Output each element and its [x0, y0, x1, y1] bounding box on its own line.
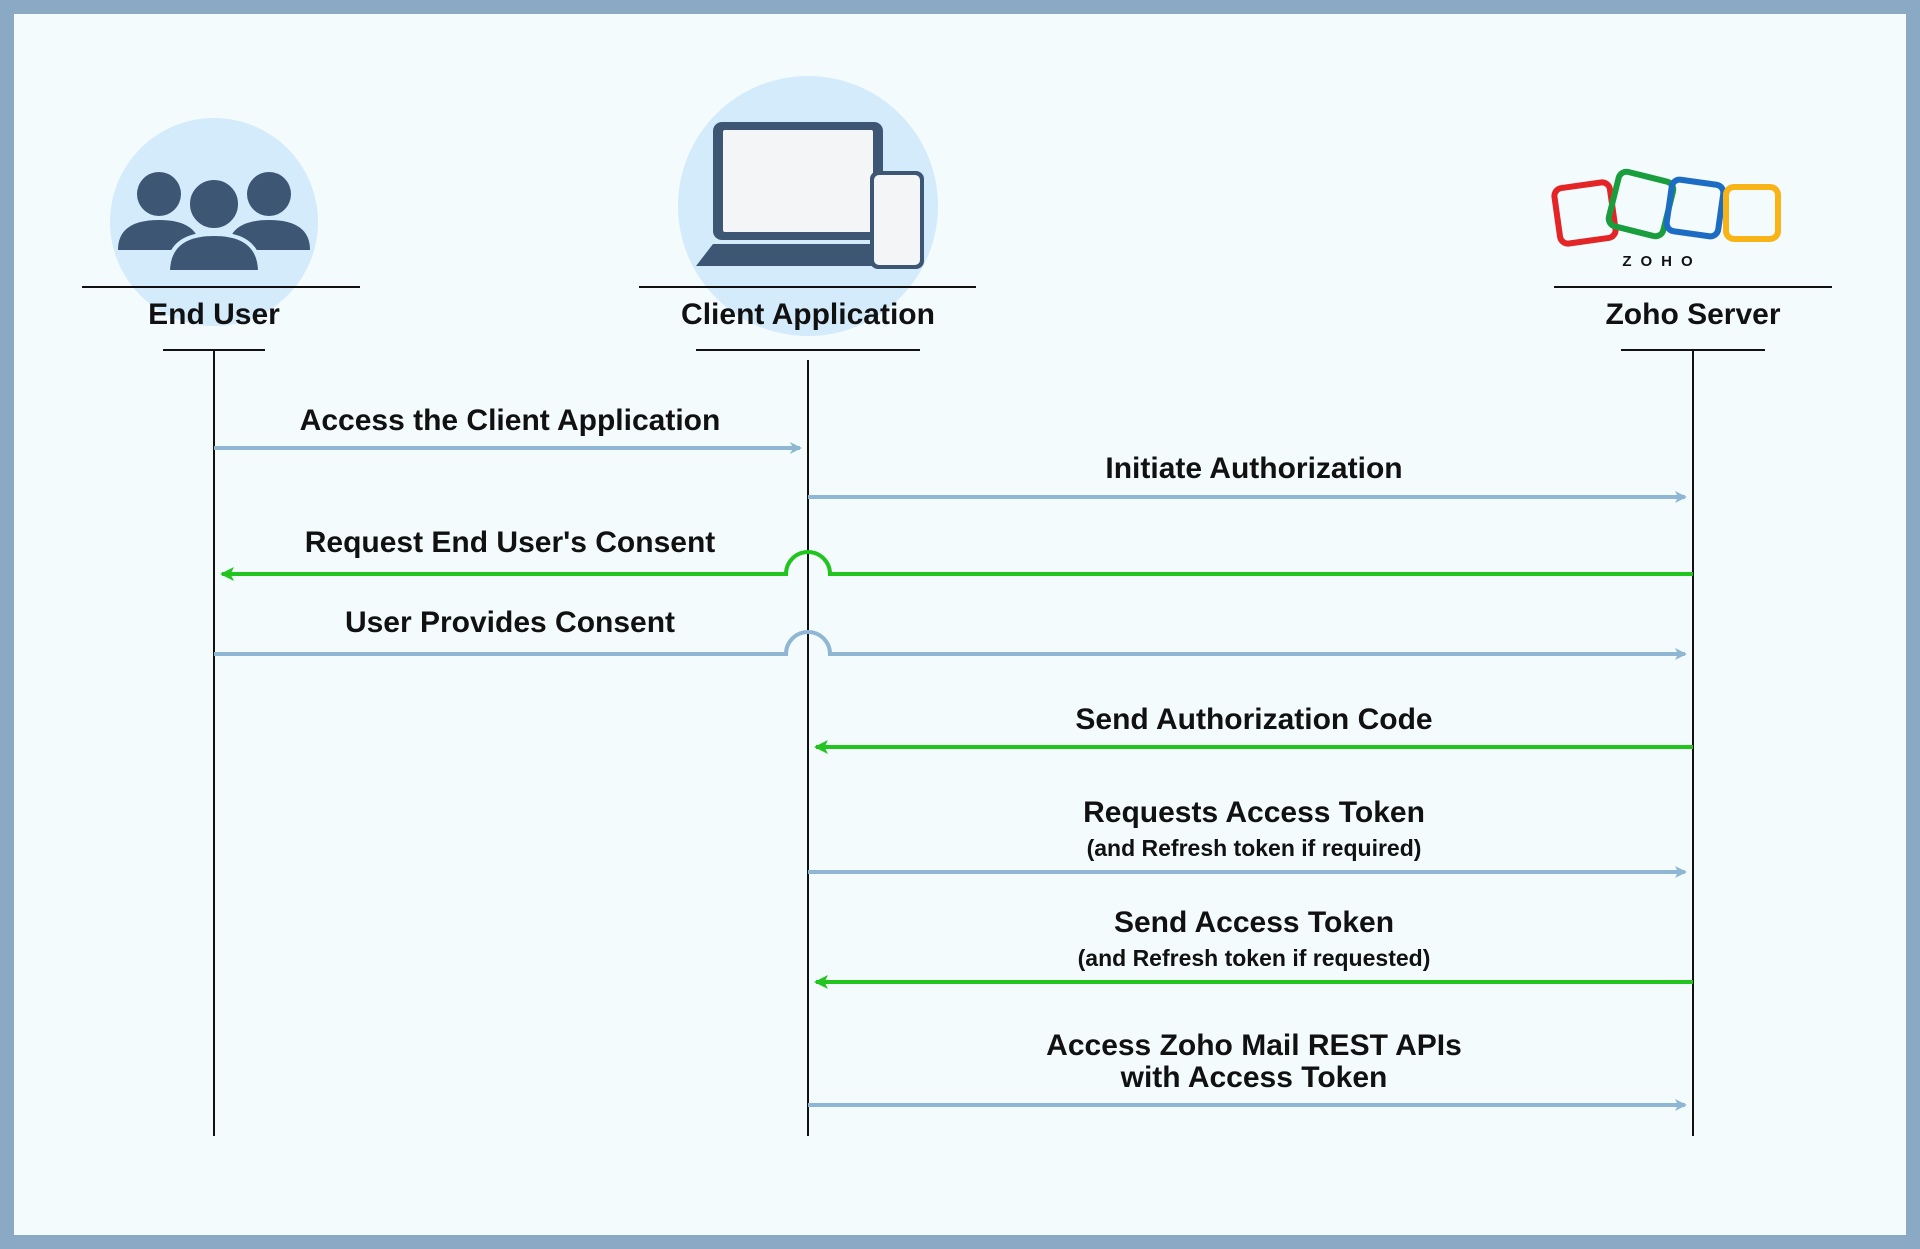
participant-label: Client Application: [681, 298, 935, 331]
participant-client-app: Client Application: [639, 76, 976, 1136]
message-label-line2: with Access Token: [1120, 1061, 1388, 1094]
message-8: Access Zoho Mail REST APIs with Access T…: [808, 1029, 1687, 1111]
arrow: [214, 630, 1687, 660]
message-label: User Provides Consent: [345, 606, 675, 639]
message-label: Requests Access Token: [1083, 796, 1425, 829]
message-sublabel: (and Refresh token if requested): [1078, 945, 1431, 971]
message-4: User Provides Consent: [214, 606, 1687, 660]
users-group-icon: [118, 172, 310, 274]
logo-text: ZOHO: [1622, 253, 1701, 270]
diagram-frame: End User Client Application ZOHO Zoho Se…: [14, 14, 1906, 1235]
message-3: Request End User's Consent: [220, 526, 1693, 581]
message-label: Access Zoho Mail REST APIs: [1046, 1029, 1462, 1062]
message-label: Request End User's Consent: [305, 526, 716, 559]
message-7: Send Access Token (and Refresh token if …: [814, 906, 1693, 989]
participant-end-user: End User: [82, 118, 360, 1136]
message-sublabel: (and Refresh token if required): [1087, 835, 1422, 861]
message-2: Initiate Authorization: [808, 452, 1687, 503]
message-6: Requests Access Token (and Refresh token…: [808, 796, 1687, 878]
sequence-diagram: End User Client Application ZOHO Zoho Se…: [82, 76, 1832, 1136]
arrow: [220, 550, 1693, 581]
message-label: Initiate Authorization: [1105, 452, 1402, 485]
participant-label: End User: [148, 298, 280, 331]
message-label: Access the Client Application: [300, 404, 721, 437]
participant-label: Zoho Server: [1605, 298, 1780, 331]
participant-zoho-server: ZOHO Zoho Server: [1551, 168, 1832, 1136]
laptop-phone-icon: [696, 122, 924, 269]
zoho-logo-icon: ZOHO: [1551, 168, 1781, 270]
message-label: Send Authorization Code: [1075, 703, 1432, 736]
message-1: Access the Client Application: [214, 404, 802, 454]
message-label: Send Access Token: [1114, 906, 1394, 939]
message-5: Send Authorization Code: [814, 703, 1693, 754]
